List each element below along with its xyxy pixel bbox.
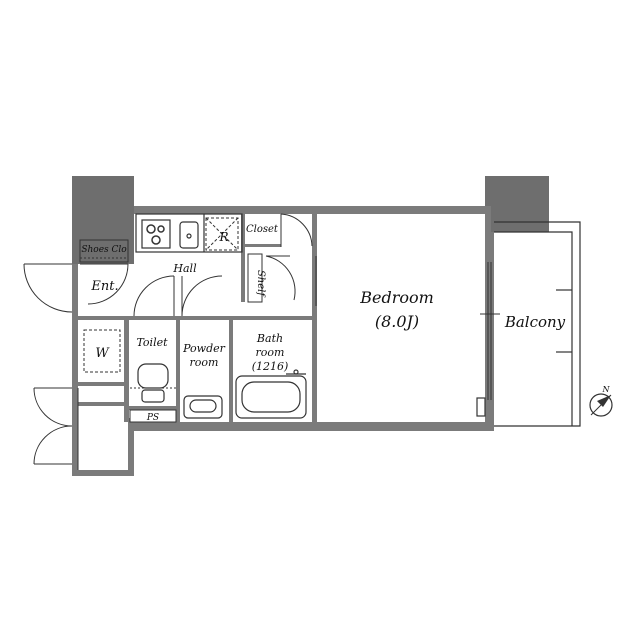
shoes-closet — [79, 239, 129, 263]
bath-room-size: (1216) — [252, 360, 289, 373]
kitchen-counter — [135, 213, 243, 253]
bath-room-label-1: Bath — [256, 332, 283, 345]
washer-space — [83, 329, 121, 373]
bedroom-corner-post — [476, 397, 486, 417]
outer-door — [33, 387, 79, 470]
entrance-label: Ent. — [90, 279, 118, 294]
pillar-left — [72, 176, 134, 264]
powder-basin-icon — [183, 395, 223, 419]
pillar-right — [485, 176, 549, 232]
bathtub-icon — [235, 375, 307, 419]
refrigerator-label: R — [218, 230, 228, 244]
stove-icon — [141, 219, 171, 249]
closet-door — [280, 213, 313, 247]
toilet-icon — [137, 363, 169, 403]
hall-label: Hall — [172, 262, 197, 275]
interior-walls — [72, 214, 317, 426]
balcony-window — [480, 262, 500, 400]
hall-doors — [133, 256, 317, 317]
shelf-label: Shelf — [255, 270, 266, 298]
shower-faucet-icon — [286, 369, 306, 375]
shoes-closet-label: Shoes Clo — [81, 245, 127, 255]
entrance-door — [23, 263, 129, 313]
powder-room-label-2: room — [190, 356, 219, 369]
toilet-label: Toilet — [136, 336, 168, 349]
bedroom-size: (8.0J) — [375, 312, 419, 331]
shelf-unit — [247, 253, 296, 303]
balcony-outline — [494, 221, 581, 427]
sink-icon — [179, 221, 199, 249]
compass-icon — [589, 393, 613, 417]
bath-room-label-2: room — [256, 346, 285, 359]
washer-label: W — [95, 346, 110, 361]
powder-room-label-1: Powder — [182, 342, 226, 355]
pipe-space — [129, 409, 177, 423]
balcony-label: Balcony — [504, 313, 566, 331]
bedroom-label: Bedroom — [359, 288, 434, 307]
exterior-walls — [72, 206, 494, 476]
closet-label: Closet — [246, 224, 279, 235]
pipe-space-label: PS — [146, 413, 159, 423]
compass-north-label: N — [602, 385, 611, 394]
refrigerator-space — [205, 217, 239, 251]
